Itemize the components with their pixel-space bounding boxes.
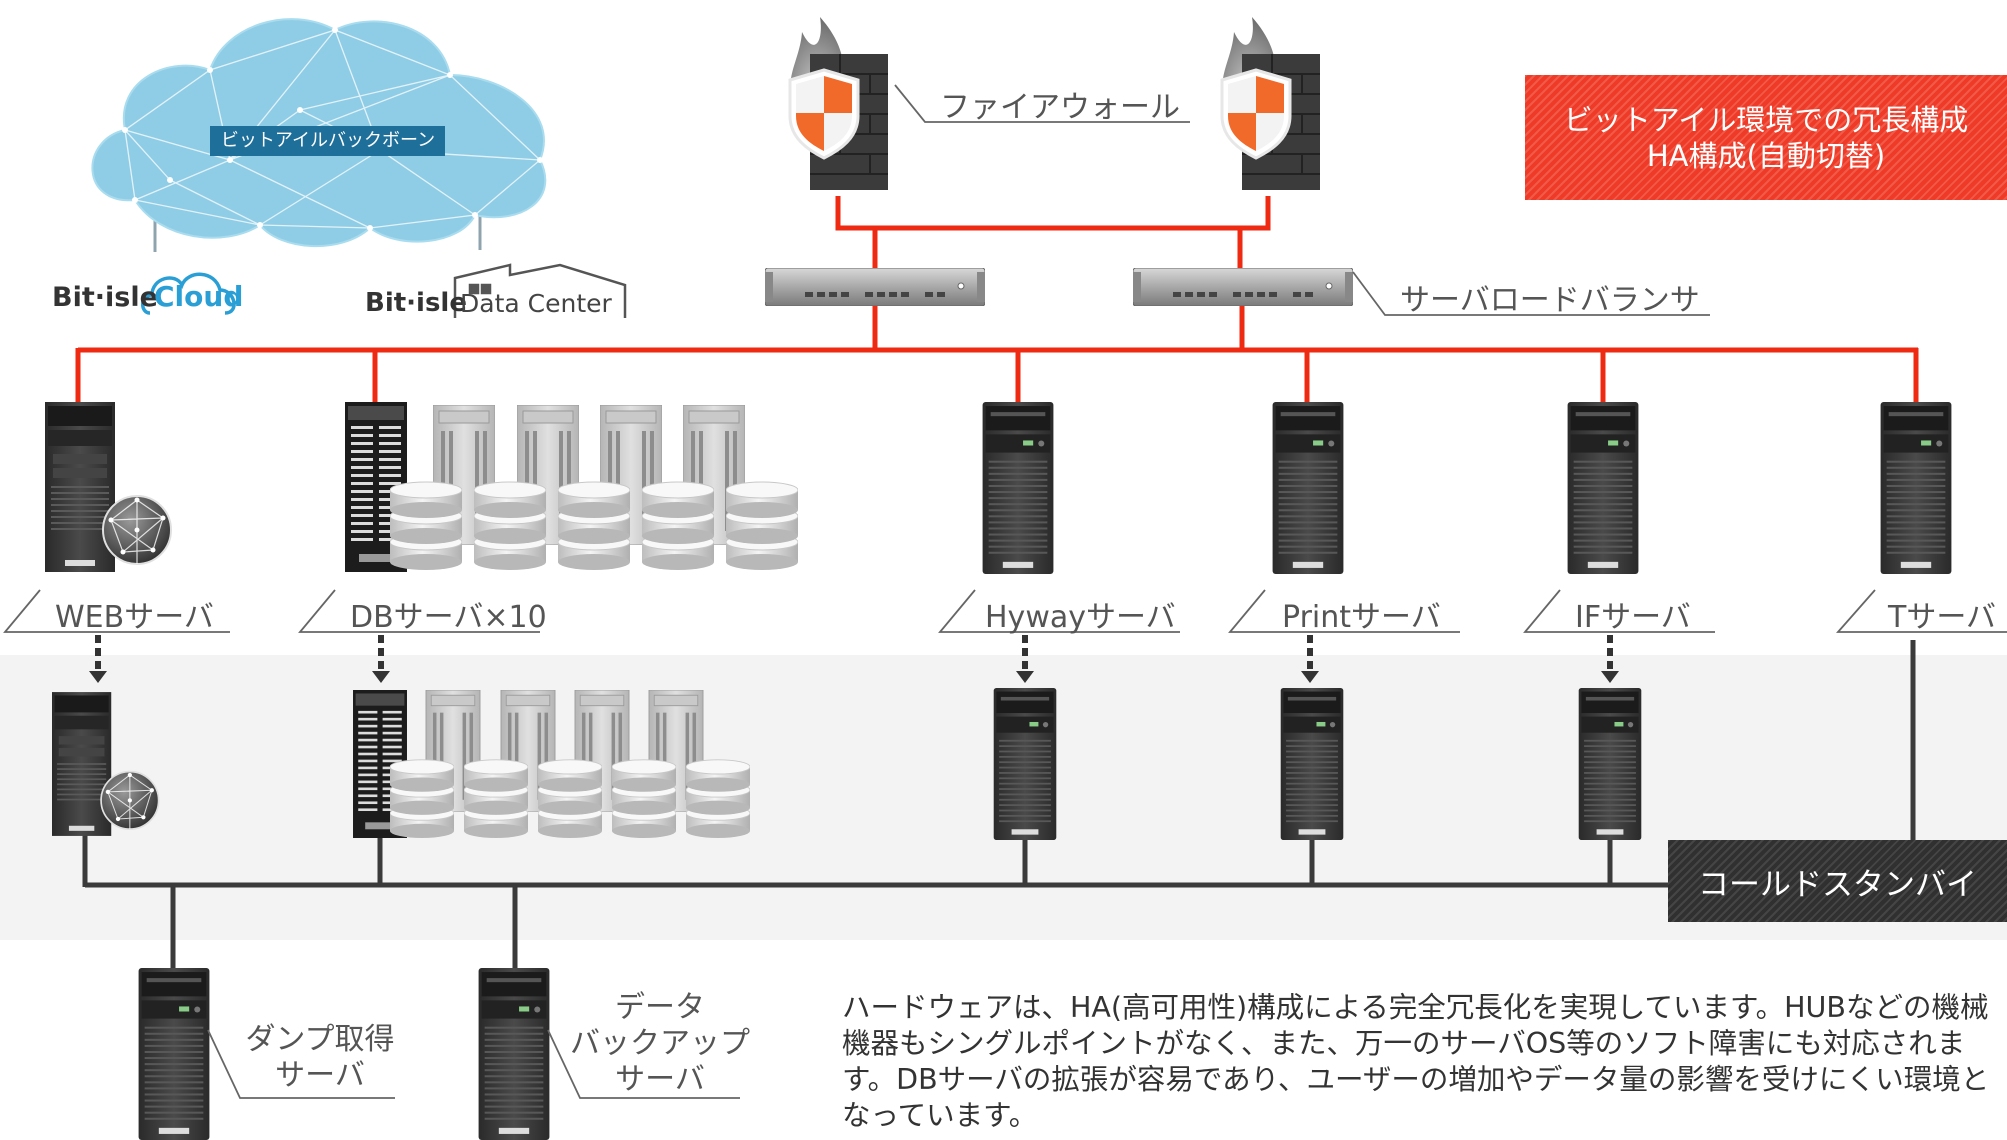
db-disk-icon xyxy=(726,481,798,570)
standby-db-disk-icon xyxy=(686,759,750,838)
cold-standby-label: コールドスタンバイ xyxy=(1698,866,1977,903)
failover-arrow-icon xyxy=(89,635,107,683)
ha-config-box: ビットアイル環境での冗長構成 HA構成(自動切替) xyxy=(1525,75,2007,200)
standby-if-server-icon xyxy=(1578,688,1642,840)
backup-server-line3: サーバ xyxy=(615,1062,705,1097)
backup-server-line2: バックアップ xyxy=(570,1026,750,1061)
backup-server-line1: データ xyxy=(615,990,705,1025)
failover-arrow-icon xyxy=(1301,635,1319,683)
cold-standby-box: コールドスタンバイ xyxy=(1668,840,2007,922)
db-disk-icon xyxy=(642,481,714,570)
backup-server-label: データ バックアップ サーバ xyxy=(565,990,755,1098)
dump-server-line1: ダンプ取得 xyxy=(245,1022,395,1057)
load-balancer-icon xyxy=(1133,268,1353,306)
db-disk-icon xyxy=(474,481,546,570)
standby-print-server-icon xyxy=(1280,688,1344,840)
print-server-label: Printサーバ xyxy=(1282,600,1441,635)
print-server-icon xyxy=(1272,402,1344,574)
standby-db-disk-icon xyxy=(464,759,528,838)
datacenter-logo-icon xyxy=(453,263,627,318)
if-server-label: IFサーバ xyxy=(1575,600,1691,635)
dc-logo-brand: Bit·isle xyxy=(365,288,467,318)
failover-arrow-icon xyxy=(1016,635,1034,683)
switch-left-icon xyxy=(765,268,985,306)
db-disk-icon xyxy=(390,481,462,570)
failover-arrow-icon xyxy=(372,635,390,683)
cloud-logo-word: Cloud xyxy=(154,280,244,313)
hyway-server-label: Hywayサーバ xyxy=(985,600,1176,635)
if-server-icon xyxy=(1567,402,1639,574)
failover-arrow-icon xyxy=(1601,635,1619,683)
standby-db-disk-icon xyxy=(538,759,602,838)
description-text: ハードウェアは、HA(高可用性)構成による完全冗長化を実現しています。HUBなど… xyxy=(842,991,1990,1132)
web-server-label: WEBサーバ xyxy=(55,600,214,635)
ha-box-line2: HA構成(自動切替) xyxy=(1646,138,1886,173)
firewall-left-icon xyxy=(788,15,890,192)
firewall-right-icon xyxy=(1220,15,1322,192)
cloud-logo-icon xyxy=(141,272,236,315)
standby-network-lines xyxy=(82,640,1916,970)
dump-server-icon xyxy=(138,968,210,1140)
backup-server-icon xyxy=(478,968,550,1140)
standby-db-disk-icon xyxy=(390,759,454,838)
db-disk-icon xyxy=(558,481,630,570)
ha-network-lines xyxy=(75,196,1919,402)
db-server-label: DBサーバ×10 xyxy=(350,600,547,635)
firewall-label: ファイアウォール xyxy=(940,90,1180,125)
t-server-icon xyxy=(1880,402,1952,574)
dc-logo-word: Data Center xyxy=(460,289,612,318)
hyway-server-icon xyxy=(982,402,1054,574)
web-server-icon xyxy=(45,402,172,572)
ha-box-line1: ビットアイル環境での冗長構成 xyxy=(1563,102,1969,137)
standby-web-server-icon xyxy=(52,691,160,837)
standby-db-disk-icon xyxy=(612,759,676,838)
t-server-label: Tサーバ xyxy=(1888,600,1997,635)
dump-server-line2: サーバ xyxy=(275,1058,365,1093)
label-leader-lines xyxy=(3,84,2007,1099)
cloud-logo-brand: Bit·isle xyxy=(52,282,158,313)
dump-server-label: ダンプ取得 サーバ xyxy=(235,1022,405,1094)
cloud-label: ビットアイルバックボーン xyxy=(220,130,436,151)
cloud-icon xyxy=(91,18,547,252)
load-balancer-label: サーバロードバランサ xyxy=(1400,283,1700,318)
standby-hyway-server-icon xyxy=(993,688,1057,840)
